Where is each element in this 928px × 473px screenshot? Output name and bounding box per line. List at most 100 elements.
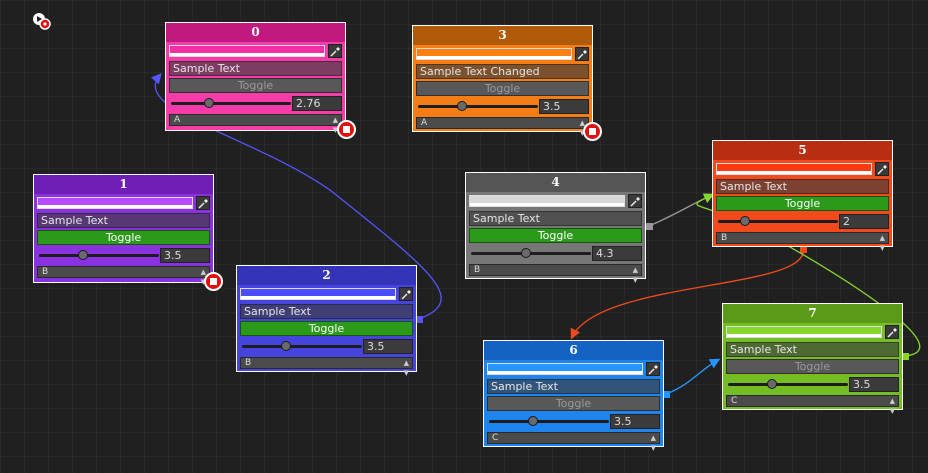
slider-field: 2 — [716, 214, 889, 229]
color-swatch[interactable] — [169, 45, 325, 57]
graph-node-2[interactable]: 2 Sample Text Toggle 3.5 B ▲▼ — [236, 265, 417, 377]
text-field[interactable]: Sample Text — [37, 213, 210, 228]
enum-dropdown[interactable]: C ▲▼ — [487, 432, 660, 452]
text-field[interactable]: Sample Text — [716, 179, 889, 194]
eyedropper-button[interactable] — [628, 194, 642, 208]
enum-dropdown[interactable]: B ▲▼ — [469, 264, 642, 284]
slider-value-field[interactable]: 3.5 — [363, 339, 413, 354]
stop-button-0[interactable] — [337, 120, 356, 139]
color-swatch[interactable] — [469, 195, 625, 207]
slider-thumb[interactable] — [740, 216, 750, 226]
toggle-button[interactable]: Toggle — [726, 359, 899, 374]
graph-node-3[interactable]: 3 Sample Text Changed Toggle 3.5 A ▲▼ — [412, 25, 593, 137]
eyedropper-button[interactable] — [328, 44, 342, 58]
color-swatch[interactable] — [37, 197, 193, 209]
slider-track[interactable] — [418, 105, 538, 108]
node-title[interactable]: 3 — [413, 26, 592, 45]
text-field[interactable]: Sample Text — [469, 211, 642, 226]
graph-node-1[interactable]: 1 Sample Text Toggle 3.5 B ▲▼ — [33, 174, 214, 286]
node-title[interactable]: 0 — [166, 23, 345, 42]
color-swatch[interactable] — [487, 363, 643, 375]
slider-track[interactable] — [728, 383, 848, 386]
slider-field: 3.5 — [416, 99, 589, 114]
color-swatch[interactable] — [726, 326, 882, 338]
node-title[interactable]: 1 — [34, 175, 213, 194]
toggle-button[interactable]: Toggle — [487, 396, 660, 411]
node-title[interactable]: 2 — [237, 266, 416, 285]
color-swatch[interactable] — [240, 288, 396, 300]
slider-value-field[interactable]: 2.76 — [292, 96, 342, 111]
color-field — [487, 362, 660, 376]
text-field[interactable]: Sample Text Changed — [416, 64, 589, 79]
slider-track[interactable] — [471, 252, 591, 255]
text-field[interactable]: Sample Text — [487, 379, 660, 394]
slider-thumb[interactable] — [766, 379, 777, 389]
node-title[interactable]: 5 — [713, 141, 892, 160]
toggle-button[interactable]: Toggle — [240, 321, 413, 336]
node-title[interactable]: 6 — [484, 341, 663, 360]
output-port-2[interactable] — [416, 316, 423, 323]
slider-value-field[interactable]: 3.5 — [539, 99, 589, 114]
color-swatch[interactable] — [416, 48, 572, 60]
enum-dropdown[interactable]: C ▲▼ — [726, 395, 899, 415]
slider-thumb[interactable] — [456, 101, 467, 111]
graph-node-6[interactable]: 6 Sample Text Toggle 3.5 C ▲▼ — [483, 340, 664, 452]
output-port-4[interactable] — [646, 223, 653, 230]
enum-dropdown[interactable]: A ▲▼ — [416, 117, 589, 137]
slider-value-field[interactable]: 3.5 — [610, 414, 660, 429]
node-title[interactable]: 4 — [466, 173, 645, 192]
eyedropper-button[interactable] — [196, 196, 210, 210]
text-field[interactable]: Sample Text — [169, 61, 342, 76]
slider-track[interactable] — [171, 102, 291, 105]
slider-value-field[interactable]: 4.3 — [592, 246, 642, 261]
toggle-button[interactable]: Toggle — [416, 81, 589, 96]
updown-arrows-icon: ▲▼ — [879, 234, 885, 252]
text-field[interactable]: Sample Text — [726, 342, 899, 357]
graph-node-4[interactable]: 4 Sample Text Toggle 4.3 B ▲▼ — [465, 172, 646, 284]
eyedropper-button[interactable] — [885, 325, 899, 339]
color-field — [416, 47, 589, 61]
text-field[interactable]: Sample Text — [240, 304, 413, 319]
eyedropper-icon — [877, 165, 887, 175]
stop-button-3[interactable] — [583, 122, 602, 141]
eyedropper-button[interactable] — [646, 362, 660, 376]
color-swatch[interactable] — [716, 163, 872, 175]
node-title[interactable]: 7 — [723, 304, 902, 323]
stop-button-1[interactable] — [204, 272, 223, 291]
graph-node-0[interactable]: 0 Sample Text Toggle 2.76 A ▲▼ — [165, 22, 346, 134]
slider-track[interactable] — [489, 420, 609, 423]
slider-thumb[interactable] — [280, 341, 291, 351]
slider-track[interactable] — [718, 220, 838, 223]
enum-dropdown[interactable]: B ▲▼ — [240, 357, 413, 377]
output-port-5[interactable] — [800, 246, 807, 253]
eyedropper-button[interactable] — [399, 287, 413, 301]
play-record-toggle[interactable] — [32, 12, 52, 32]
graph-node-5[interactable]: 5 Sample Text Toggle 2 B ▲▼ — [712, 140, 893, 252]
slider-thumb[interactable] — [527, 416, 538, 426]
slider-field: 3.5 — [726, 377, 899, 392]
eyedropper-icon — [887, 328, 897, 338]
enum-dropdown[interactable]: B ▲▼ — [37, 266, 210, 286]
slider-track[interactable] — [242, 345, 362, 348]
toggle-button[interactable]: Toggle — [169, 78, 342, 93]
slider-value-field[interactable]: 3.5 — [160, 248, 210, 263]
slider-thumb[interactable] — [204, 98, 214, 108]
connection-6-7[interactable] — [665, 358, 721, 395]
slider-thumb[interactable] — [77, 250, 88, 260]
toggle-button[interactable]: Toggle — [37, 230, 210, 245]
toggle-button[interactable]: Toggle — [469, 228, 642, 243]
slider-track[interactable] — [39, 254, 159, 257]
output-port-6[interactable] — [663, 391, 670, 398]
connection-4-5[interactable] — [648, 193, 715, 227]
slider-value-field[interactable]: 2 — [839, 214, 889, 229]
toggle-button[interactable]: Toggle — [716, 196, 889, 211]
enum-dropdown[interactable]: A ▲▼ — [169, 114, 342, 134]
slider-value-field[interactable]: 3.5 — [849, 377, 899, 392]
eyedropper-button[interactable] — [875, 162, 889, 176]
output-port-7[interactable] — [902, 353, 909, 360]
graph-node-7[interactable]: 7 Sample Text Toggle 3.5 C ▲▼ — [722, 303, 903, 415]
slider-thumb[interactable] — [520, 248, 531, 258]
eyedropper-button[interactable] — [575, 47, 589, 61]
enum-dropdown[interactable]: B ▲▼ — [716, 232, 889, 252]
